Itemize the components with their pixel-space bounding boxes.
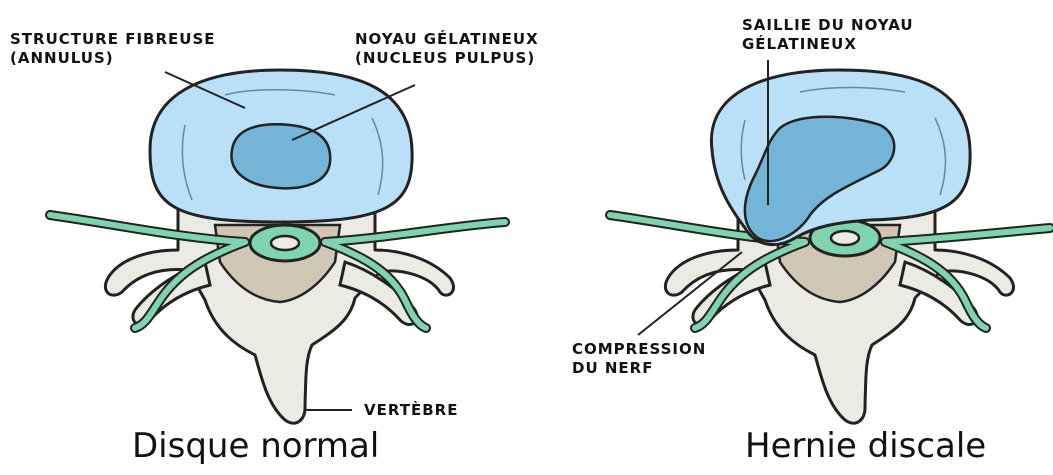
bulge-label: SAILLIE DU NOYAU GÉLATINEUX — [742, 16, 914, 54]
herniated-disc-caption: Hernie discale — [745, 426, 986, 466]
nucleus-left — [231, 124, 330, 188]
annulus-label: STRUCTURE FIBREUSE (ANNULUS) — [10, 30, 216, 68]
normal-disc-illustration — [50, 70, 505, 423]
nerve-compression-label: COMPRESSION DU NERF — [572, 340, 706, 378]
nucleus-label: NOYAU GÉLATINEUX (NUCLEUS PULPUS) — [355, 30, 539, 68]
normal-disc-caption: Disque normal — [132, 426, 379, 466]
vertebra-label: VERTÈBRE — [364, 401, 458, 420]
